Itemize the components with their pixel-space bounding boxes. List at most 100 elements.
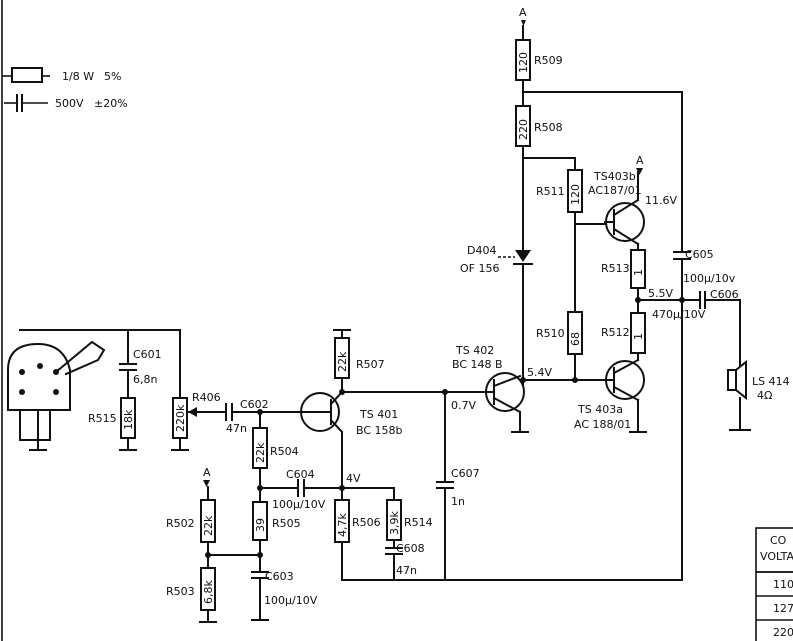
- capacitor-c604: C604 100µ/10V 4V: [259, 468, 395, 511]
- ts403a-type: AC 188/01: [574, 418, 631, 431]
- d404-type: OF 156: [460, 262, 499, 275]
- resistor-r406: 220k R406: [171, 329, 221, 451]
- table-header-b: VOLTA: [760, 550, 793, 563]
- voltage-5-4: 5.4V: [527, 366, 552, 379]
- resistor-r514: 3,9k R514: [386, 487, 433, 547]
- voltage-5-5: 5.5V: [648, 287, 673, 300]
- r508-value: 220: [517, 119, 530, 140]
- r504-value: 22k: [254, 442, 267, 463]
- c607-value: 1n: [451, 495, 465, 508]
- ts403b-label: TS403b: [593, 170, 636, 183]
- legend-resistor-power: 1/8 W: [62, 70, 94, 83]
- r505-value: 39: [254, 518, 267, 532]
- resistor-r505: 39 R505: [205, 501, 301, 571]
- r506-label: R506: [352, 516, 381, 529]
- ts403b-supply-arrow-icon: [636, 168, 643, 175]
- d404-label: D404: [467, 244, 496, 257]
- r502-value: 22k: [202, 515, 215, 536]
- c603-label: C603: [265, 570, 294, 583]
- table-row-110: 110: [773, 578, 793, 591]
- r503-label: R503: [166, 585, 195, 598]
- ls414-label: LS 414: [752, 375, 790, 388]
- capacitor-c603: C603 100µ/10V: [251, 570, 318, 621]
- supply-arrow-icon: [521, 20, 526, 26]
- r514-value: 3,9k: [388, 511, 401, 535]
- r510-value: 68: [569, 332, 582, 346]
- resistor-r509: 120 R509: [515, 39, 563, 81]
- r515-label: R515: [88, 412, 117, 425]
- capacitor-c608: C608 47n: [385, 542, 425, 581]
- ts402-label: TS 402: [455, 344, 494, 357]
- capacitor-c601: C601 6,8n: [119, 329, 162, 399]
- c602-label: C602: [240, 398, 269, 411]
- table-header-a: CO: [770, 534, 787, 547]
- c605-label: C605: [685, 248, 714, 261]
- r406-label: R406: [192, 391, 221, 404]
- r509-value: 120: [517, 52, 530, 73]
- c606-value: 470µ/10V: [652, 308, 706, 321]
- resistor-r511: 120 R511: [536, 169, 606, 313]
- legend-resistor-symbol: [11, 67, 43, 83]
- r502-label: R502: [166, 517, 195, 530]
- r512-label: R512: [601, 326, 630, 339]
- voltage-11-6: 11.6V: [645, 194, 677, 207]
- ts401-type: BC 158b: [356, 424, 403, 437]
- r406-value: 220k: [174, 404, 187, 432]
- r502-supply-arrow-icon: [203, 480, 210, 487]
- r507-label: R507: [356, 358, 385, 371]
- resistor-r502: A 22k R502: [166, 466, 216, 569]
- r513-label: R513: [601, 262, 630, 275]
- voltage-0-7: 0.7V: [451, 399, 476, 412]
- wiper-arrow-icon: [188, 407, 197, 417]
- r511-label: R511: [536, 185, 565, 198]
- resistor-r507: 22k R507: [333, 329, 385, 395]
- din-connector-icon: [7, 329, 181, 451]
- r512-value: 1: [632, 333, 645, 340]
- voltage-table: CO VOLTA 110 127 220: [755, 527, 793, 641]
- ls414-impedance: 4Ω: [757, 389, 772, 402]
- resistor-r506: 4,7k R506: [334, 487, 381, 581]
- r508-label: R508: [534, 121, 563, 134]
- resistor-r504: 22k R504: [252, 411, 299, 503]
- c604-value: 100µ/10V: [272, 498, 326, 511]
- transistor-ts403a: TS 403a AC 188/01: [574, 358, 647, 433]
- resistor-r515: 18k R515: [88, 397, 137, 451]
- r514-label: R514: [404, 516, 433, 529]
- r504-label: R504: [270, 445, 299, 458]
- resistor-r512: 1 R512: [601, 299, 646, 361]
- transistor-ts403b: A TS403b AC187/01 11.6V: [588, 154, 677, 251]
- legend-resistor-tolerance: 5%: [104, 70, 121, 83]
- speaker-icon: [727, 369, 737, 391]
- r505-label: R505: [272, 517, 301, 530]
- ts401-label: TS 401: [359, 408, 398, 421]
- voltage-4: 4V: [346, 472, 361, 485]
- capacitor-c607: C607 1n: [341, 299, 683, 581]
- c608-label: C608: [396, 542, 425, 555]
- legend: 1/8 W 5% 500V ±20%: [1, 0, 128, 641]
- c608-value: 47n: [396, 564, 417, 577]
- r509-label: R509: [534, 54, 563, 67]
- r513-value: 1: [632, 269, 645, 276]
- ts403b-type: AC187/01: [588, 184, 642, 197]
- resistor-r510: 68 R510: [522, 311, 606, 381]
- legend-capacitor-tolerance: ±20%: [94, 97, 128, 110]
- ts402-type: BC 148 B: [452, 358, 503, 371]
- r503-value: 6,8k: [202, 580, 215, 604]
- speaker-ls414: LS 414 4Ω: [727, 359, 790, 431]
- capacitor-c605: C605 100µ/10v: [673, 248, 736, 301]
- table-row-220: 220: [773, 626, 793, 639]
- r507-value: 22k: [336, 351, 349, 372]
- transistor-ts401: TS 401 BC 158b: [297, 390, 446, 489]
- r510-label: R510: [536, 327, 565, 340]
- c606-label: C606: [710, 288, 739, 301]
- legend-capacitor-voltage: 500V: [55, 97, 84, 110]
- ts403b-supply-label: A: [636, 154, 644, 167]
- c601-label: C601: [133, 348, 162, 361]
- table-row-127: 127: [773, 602, 793, 615]
- r515-value: 18k: [122, 409, 135, 430]
- r506-value: 4,7k: [336, 513, 349, 537]
- diode-d404: D404 OF 156: [460, 157, 533, 391]
- c604-label: C604: [286, 468, 315, 481]
- c601-value: 6,8n: [133, 373, 157, 386]
